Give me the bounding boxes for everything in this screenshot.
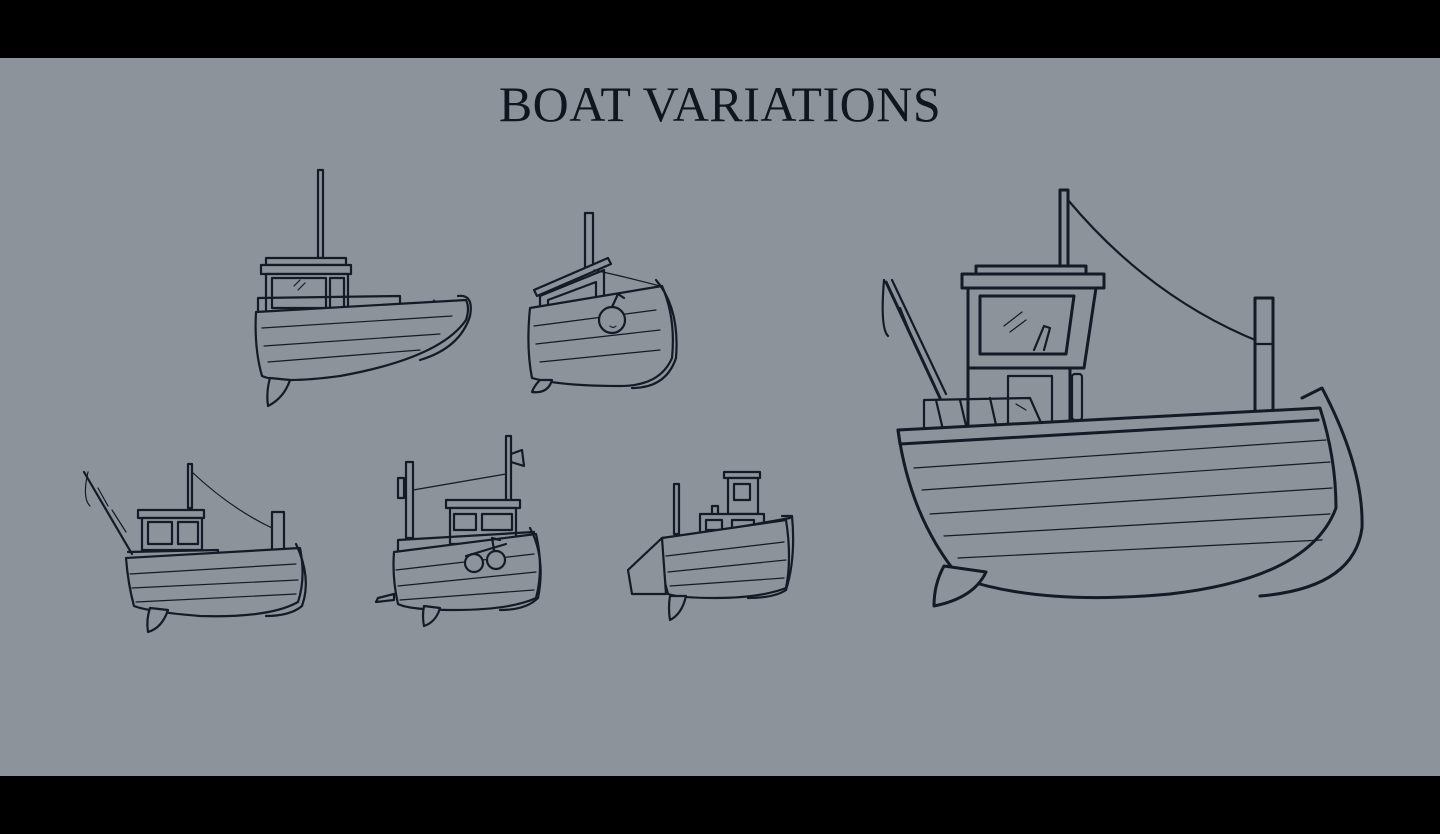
boat-variation-1 xyxy=(254,168,472,408)
boat-variation-5 xyxy=(626,470,795,622)
page-title: BOAT VARIATIONS xyxy=(498,76,942,132)
boat-sketches xyxy=(82,168,1364,634)
boat-variation-main xyxy=(881,188,1364,608)
boat-variation-2 xyxy=(527,211,678,394)
boat-variation-4 xyxy=(374,434,542,628)
boat-variation-3 xyxy=(82,462,307,634)
artboard-panel: BOAT VARIATIONS xyxy=(0,58,1440,776)
